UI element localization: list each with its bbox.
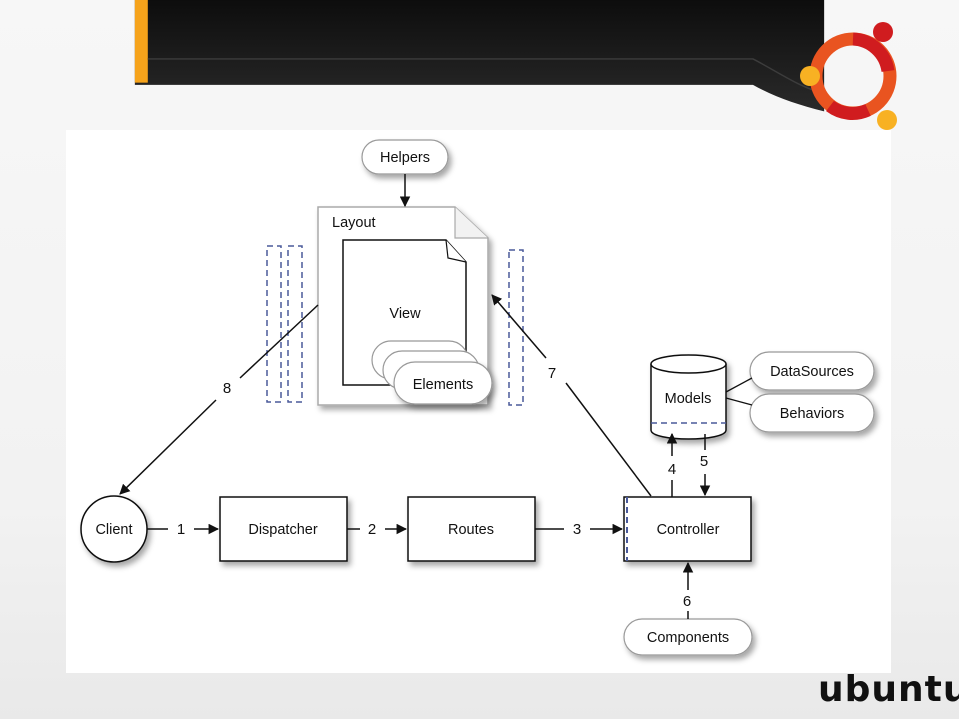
edge-5-label: 5 <box>700 453 708 470</box>
edge-8-label: 8 <box>223 380 231 397</box>
edge-8-arrow-a <box>239 304 319 379</box>
components-label: Components <box>647 630 729 646</box>
controller-node <box>623 496 752 562</box>
edge-7-arrow-b <box>491 294 547 359</box>
dashed-bar-left-2 <box>287 245 303 403</box>
datasources-node <box>749 351 875 391</box>
controller-label: Controller <box>657 522 720 538</box>
client-label: Client <box>95 522 132 538</box>
header-accent-stripe <box>134 0 148 83</box>
helpers-label: Helpers <box>380 150 430 166</box>
dispatcher-node <box>219 496 348 562</box>
header-background <box>134 0 825 112</box>
dashed-bar-left-1 <box>266 245 282 403</box>
routes-node <box>407 496 536 562</box>
routes-label: Routes <box>448 522 494 538</box>
models-node <box>650 354 727 440</box>
models-datasources-link <box>725 377 753 393</box>
layout-label: Layout <box>332 215 376 231</box>
ubuntu-wordmark: ubuntu <box>818 669 959 710</box>
edge-1-label: 1 <box>177 521 185 538</box>
models-label: Models <box>665 391 712 407</box>
dashed-bar-right <box>508 249 524 406</box>
datasources-label: DataSources <box>770 364 854 380</box>
models-behaviors-link <box>725 397 753 406</box>
ubuntu-logo-icon <box>800 22 897 130</box>
view-label: View <box>389 306 421 322</box>
elements-label: Elements <box>413 377 473 393</box>
edge-8-arrow-b <box>119 399 217 495</box>
edge-2-label: 2 <box>368 521 376 538</box>
behaviors-node <box>749 393 875 433</box>
edge-7-arrow-a <box>565 382 652 497</box>
elements-node <box>371 340 493 405</box>
edge-4-label: 4 <box>668 461 676 478</box>
dispatcher-label: Dispatcher <box>248 522 317 538</box>
behaviors-label: Behaviors <box>780 406 844 422</box>
edge-7-label: 7 <box>548 365 556 382</box>
edge-3-label: 3 <box>573 521 581 538</box>
edge-6-label: 6 <box>683 593 691 610</box>
